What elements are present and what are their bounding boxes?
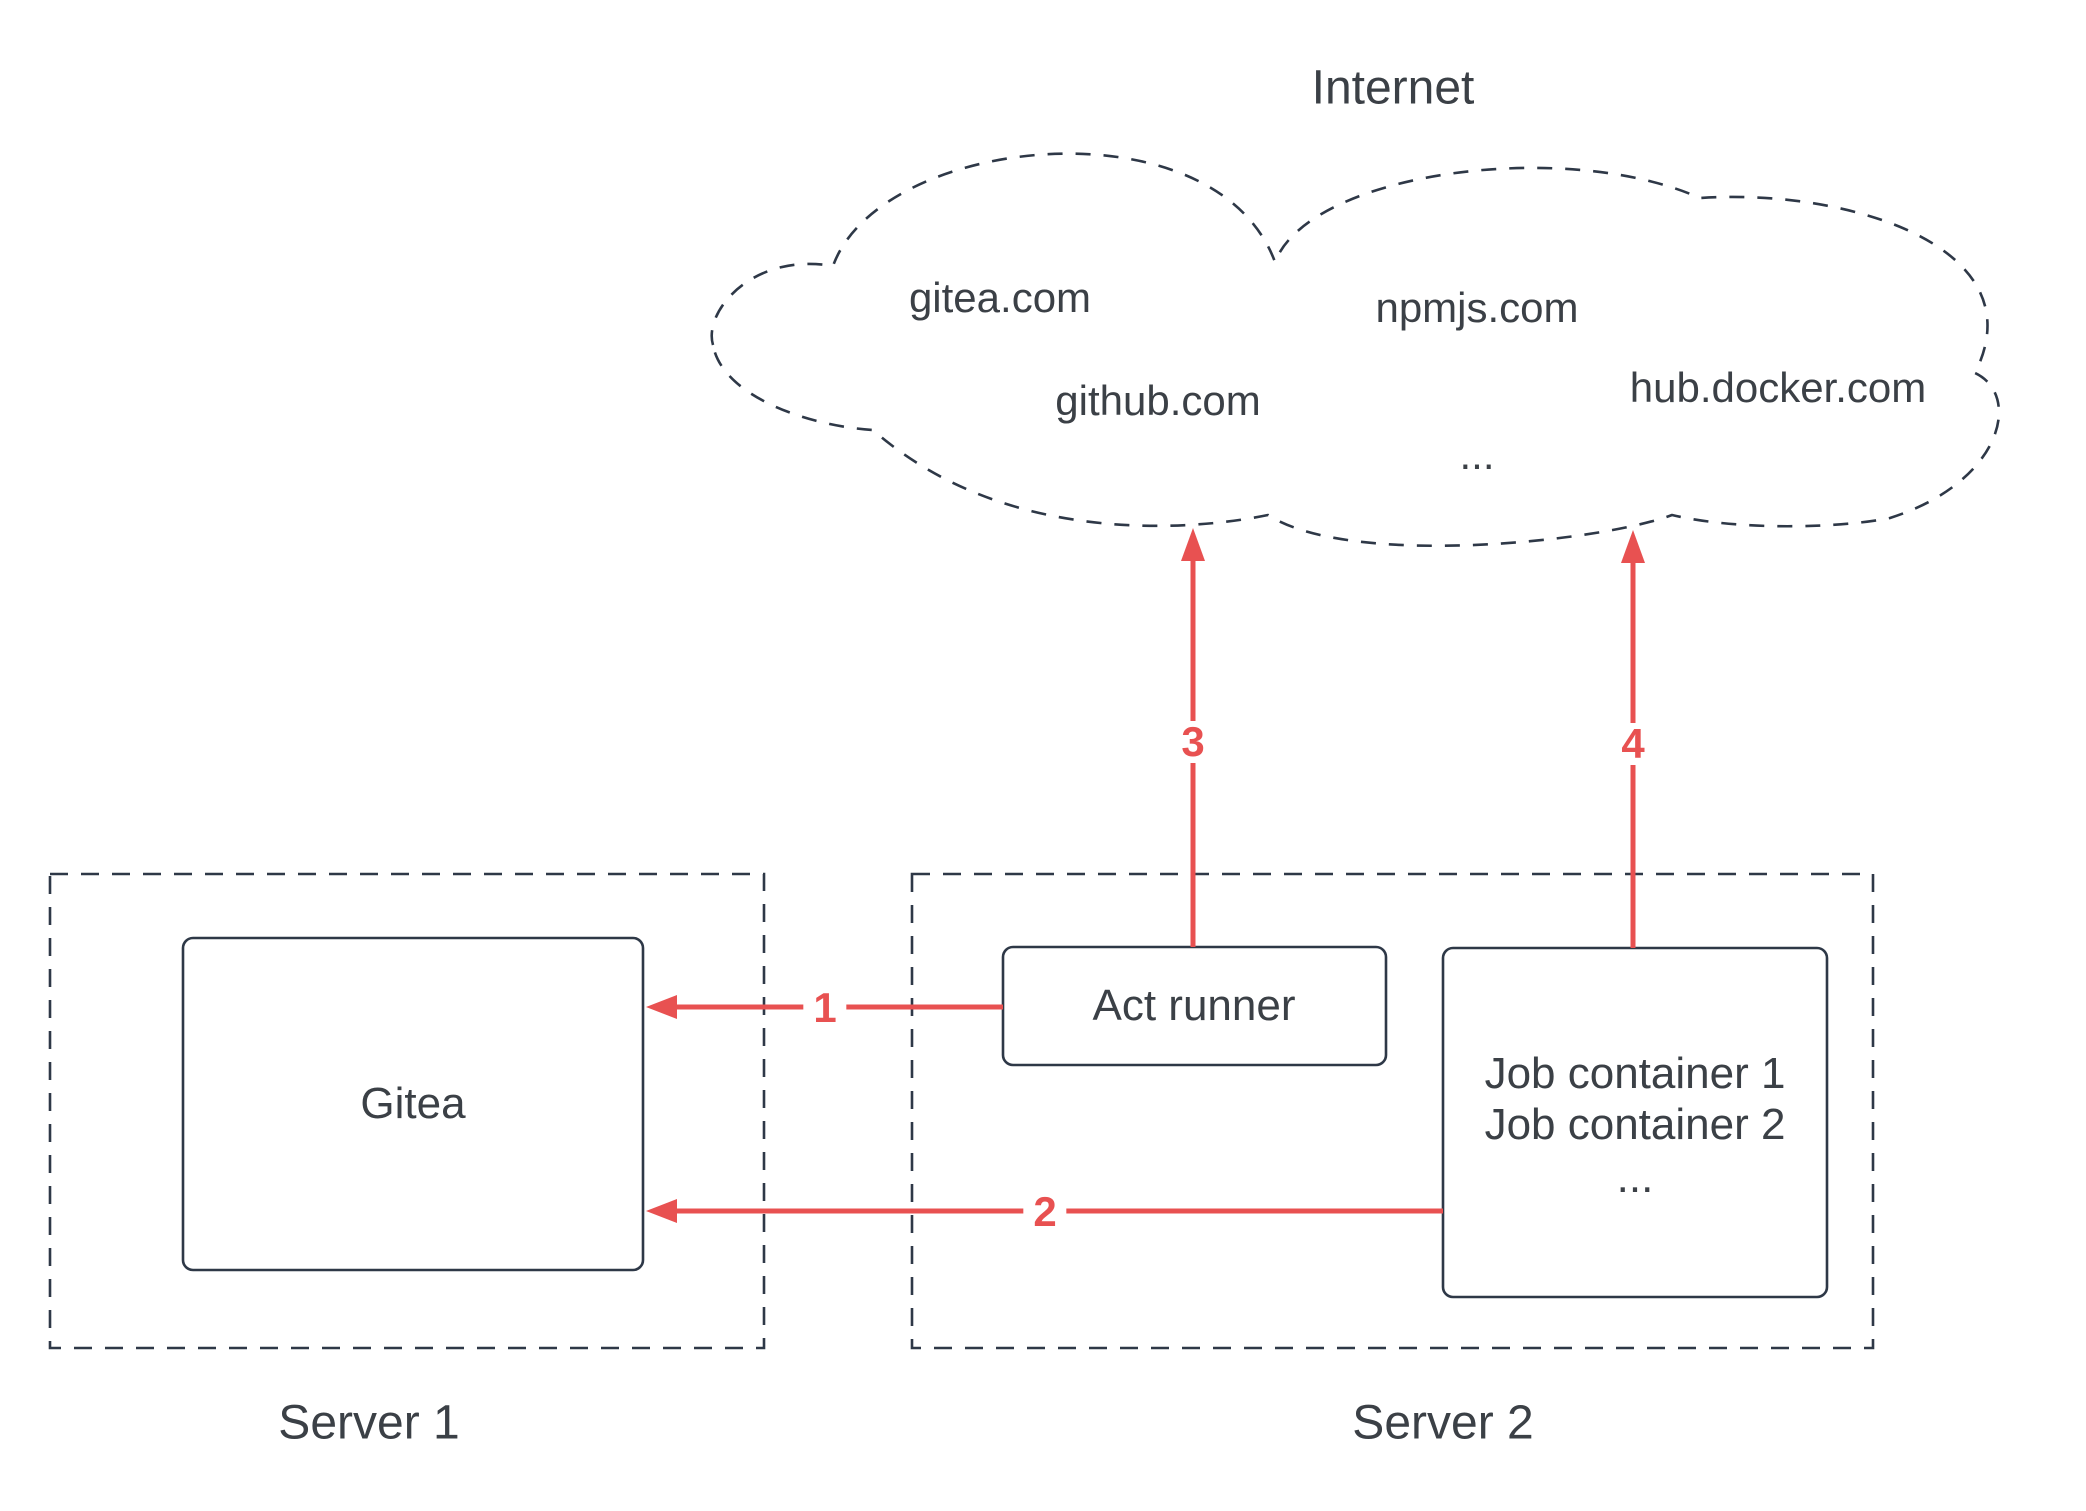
- job-container-line-1: Job container 1: [1484, 1049, 1786, 1098]
- internet-label: Internet: [1311, 61, 1475, 115]
- site-label-github-com: github.com: [1055, 377, 1261, 424]
- server-2-label: Server 2: [1352, 1396, 1534, 1450]
- server-2-box: [910, 872, 1875, 1350]
- arrow-4-label: 4: [1611, 723, 1655, 765]
- server-1-label: Server 1: [278, 1396, 460, 1450]
- job-container-ellipsis: ...: [1616, 1153, 1654, 1202]
- act-runner-node-label: Act runner: [1092, 981, 1296, 1030]
- site-label-hub-docker-com: hub.docker.com: [1629, 364, 1927, 411]
- site-label-gitea-com: gitea.com: [908, 274, 1092, 321]
- arrow-1-label: 1: [803, 987, 847, 1029]
- cloud-ellipsis: ...: [1459, 431, 1495, 478]
- internet-cloud-outline: [710, 152, 2001, 548]
- server-1-box: [48, 872, 766, 1350]
- gitea-node-label: Gitea: [360, 1079, 466, 1128]
- gitea-node-box: [181, 936, 645, 1272]
- arrow-3-label: 3: [1171, 721, 1215, 763]
- arrow-2-label: 2: [1023, 1191, 1067, 1233]
- site-label-npmjs-com: npmjs.com: [1375, 284, 1579, 331]
- job-container-line-2: Job container 2: [1484, 1100, 1786, 1149]
